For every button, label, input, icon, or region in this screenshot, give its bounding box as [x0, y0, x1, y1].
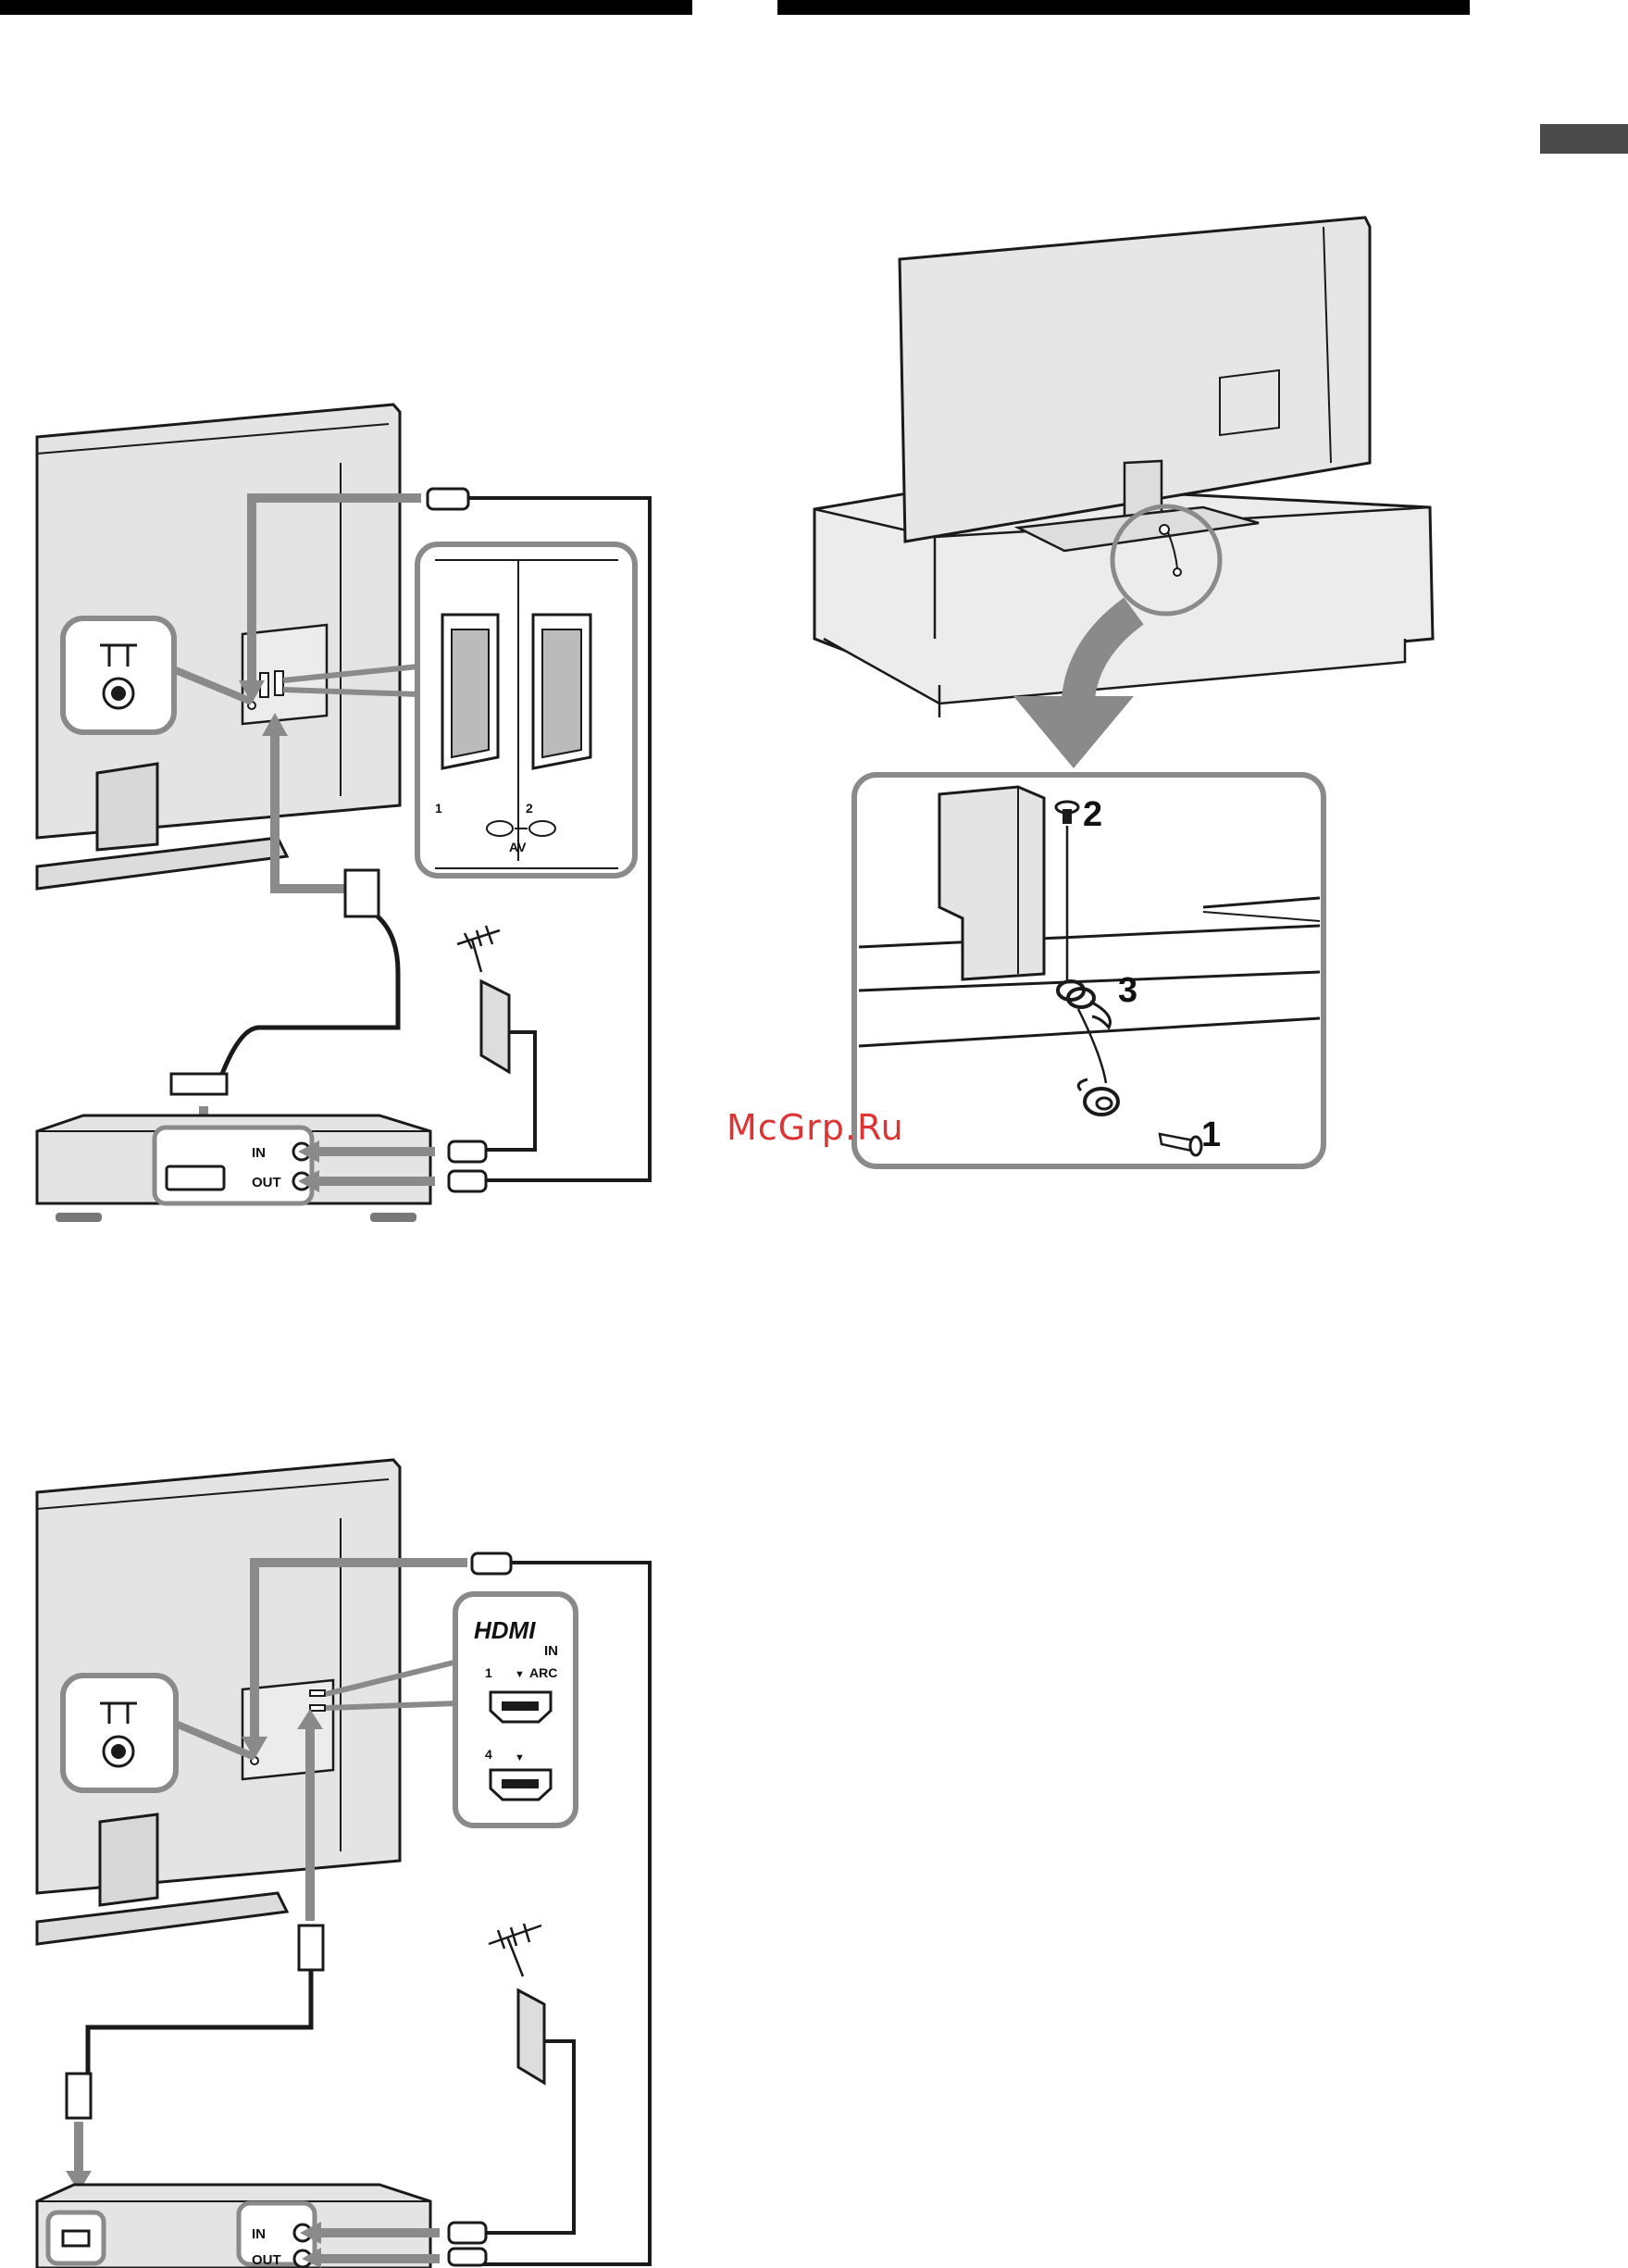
scart-connection-diagram: 1 2 AV [37, 405, 650, 1222]
scart-port-2-label: 2 [526, 801, 533, 816]
recorder-in-label-2: IN [252, 2226, 266, 2242]
step-3-label: 3 [1118, 971, 1137, 1010]
tv-strap-diagram: 2 3 1 [814, 218, 1433, 1166]
svg-text:▼: ▼ [515, 1669, 525, 1680]
hdmi-in-label: IN [544, 1643, 558, 1659]
hdmi-port-4-label: 4 [485, 1747, 492, 1762]
step-2-label: 2 [1083, 795, 1102, 834]
hdmi-arc-label: ARC [529, 1665, 557, 1680]
antenna-icon-2 [472, 1924, 574, 2233]
strap-detail-callout: 2 3 1 [854, 775, 1324, 1166]
hdmi-logo: HDMI [474, 1616, 536, 1644]
svg-text:▼: ▼ [515, 1752, 525, 1763]
scart-group-label: AV [509, 840, 527, 854]
watermark: McGrp.Ru [727, 1107, 904, 1148]
recorder-out-label: OUT [252, 1175, 281, 1190]
antenna-icon [457, 926, 535, 1150]
recorder-in-label: IN [252, 1145, 266, 1161]
step-1-label: 1 [1201, 1115, 1221, 1154]
scart-port-1-label: 1 [435, 801, 442, 816]
recorder-scart: IN OUT [37, 1115, 486, 1222]
recorder-hdmi: IN OUT [37, 2185, 486, 2268]
hdmi-port-1-label: 1 [485, 1665, 492, 1680]
recorder-out-label-2: OUT [252, 2252, 281, 2268]
hdmi-connection-diagram: HDMI IN 1 ▼ ARC 4 ▼ [37, 1460, 650, 2268]
